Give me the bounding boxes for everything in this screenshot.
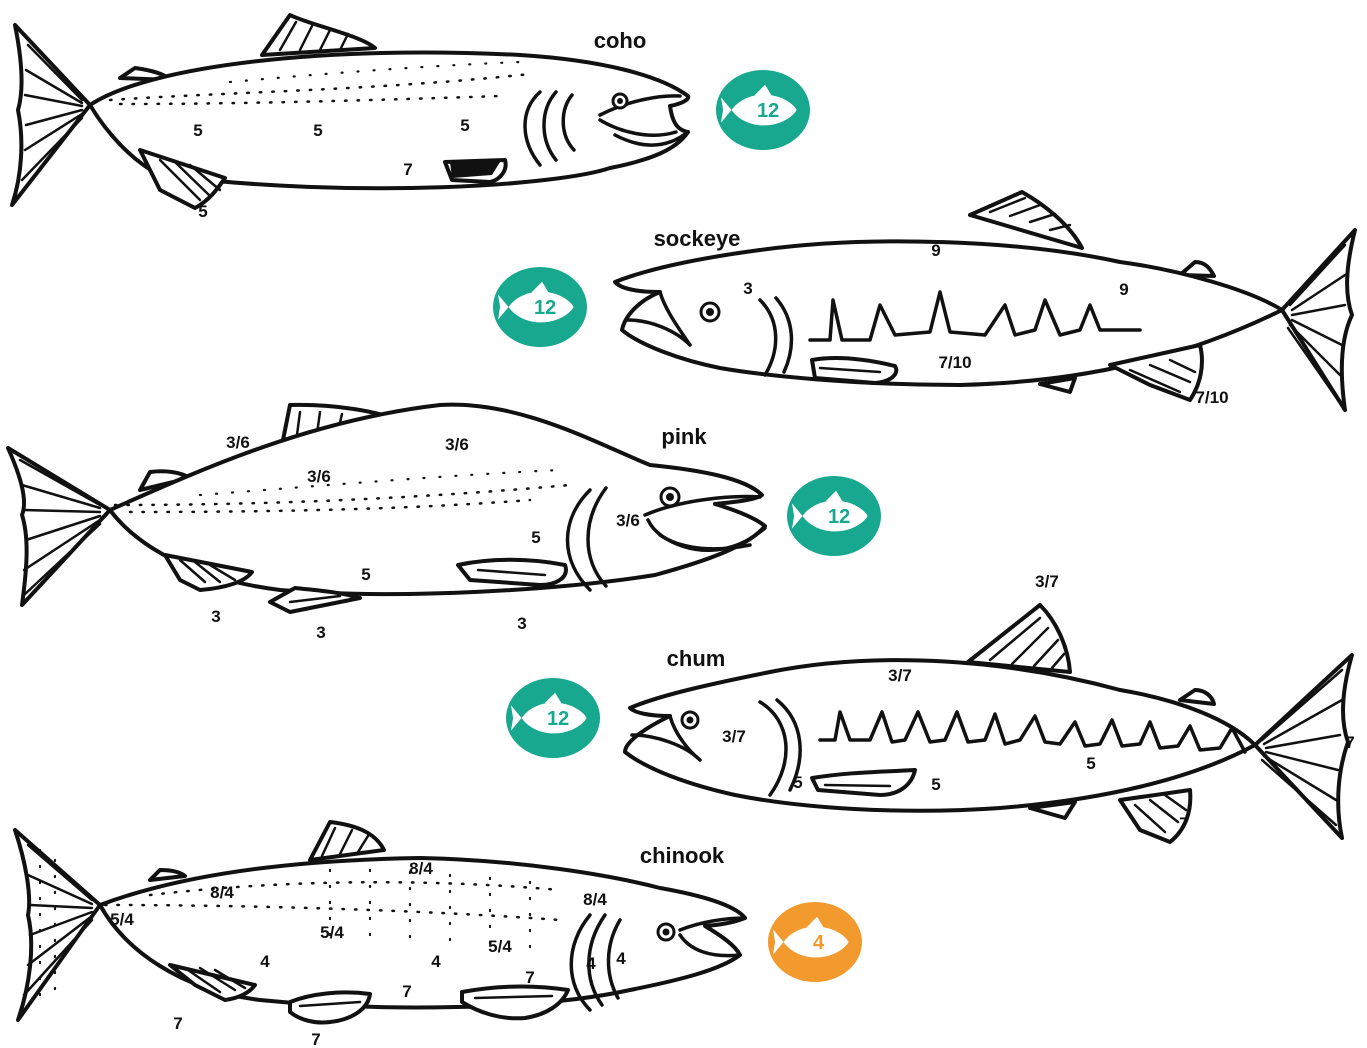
chum-fish: [625, 605, 1352, 842]
sockeye-label: 9: [1119, 280, 1128, 299]
chum-label: 5: [793, 773, 802, 792]
chum-label: 7: [1345, 733, 1354, 752]
chinook-label: 8/4: [583, 890, 607, 909]
sockeye-badge-value: 12: [534, 297, 556, 319]
chinook-label: 4: [586, 954, 596, 973]
pink-label: 3: [517, 614, 526, 633]
pink-label: 3/6: [445, 435, 469, 454]
chinook-label: 7: [525, 968, 534, 987]
pink-label: 5: [531, 528, 540, 547]
pink-badge-value: 12: [828, 506, 850, 528]
pink-label: 5: [361, 565, 370, 584]
sockeye-label: 9: [931, 241, 940, 260]
pink-label: 3/6: [616, 511, 640, 530]
chum-badge-value: 12: [547, 708, 569, 730]
chinook-name: chinook: [640, 843, 725, 868]
coho-label: 7: [403, 160, 412, 179]
chinook-label: 8/4: [409, 859, 433, 878]
chinook-badge-value: 4: [813, 932, 825, 954]
coho-label: 5: [198, 202, 207, 221]
sockeye-label: 7/10: [1195, 388, 1228, 407]
chinook-label: 4: [616, 949, 626, 968]
chum-label: 3/7: [888, 666, 912, 685]
chinook-label: 4: [260, 952, 270, 971]
pink-label: 3/6: [307, 467, 331, 486]
coho-label: 5: [460, 116, 469, 135]
chum-name: chum: [667, 646, 726, 671]
chum-label: 5: [1086, 754, 1095, 773]
sockeye-label: 7/10: [938, 353, 971, 372]
coho-label: 5: [313, 121, 322, 140]
coho-badge: 12: [716, 70, 810, 150]
pink-tail: [8, 448, 110, 605]
coho-badge-value: 12: [757, 100, 779, 122]
sockeye-fish: [615, 192, 1355, 410]
sockeye-label: 3: [743, 279, 752, 298]
chum-badge: 12: [506, 678, 600, 758]
pink-fish: [8, 405, 765, 612]
sockeye-badge: 12: [493, 267, 587, 347]
chum-label: 7: [1179, 814, 1188, 833]
pink-label: 3: [316, 623, 325, 642]
chum-label: 3/7: [1035, 572, 1059, 591]
chum-label: 5: [931, 775, 940, 794]
chinook-label: 8/4: [210, 883, 234, 902]
pink-name: pink: [661, 424, 707, 449]
chum-label: 3/7: [722, 727, 746, 746]
chinook-label: 4: [431, 952, 441, 971]
chinook-label: 7: [311, 1030, 320, 1048]
coho-dorsal-fin: [262, 15, 375, 55]
chinook-badge: 4: [768, 902, 862, 982]
chinook-label: 7: [402, 982, 411, 1001]
chinook-label: 7: [173, 1014, 182, 1033]
pink-label: 3: [211, 607, 220, 626]
coho-label: 5: [193, 121, 202, 140]
coho-name: coho: [594, 28, 647, 53]
chinook-label: 5/4: [488, 937, 512, 956]
sockeye-name: sockeye: [654, 226, 741, 251]
chinook-label: 5/4: [320, 923, 344, 942]
coho-fish: [12, 15, 688, 208]
pink-badge: 12: [787, 476, 881, 556]
pink-label: 3/6: [226, 433, 250, 452]
chinook-label: 5/4: [110, 910, 134, 929]
